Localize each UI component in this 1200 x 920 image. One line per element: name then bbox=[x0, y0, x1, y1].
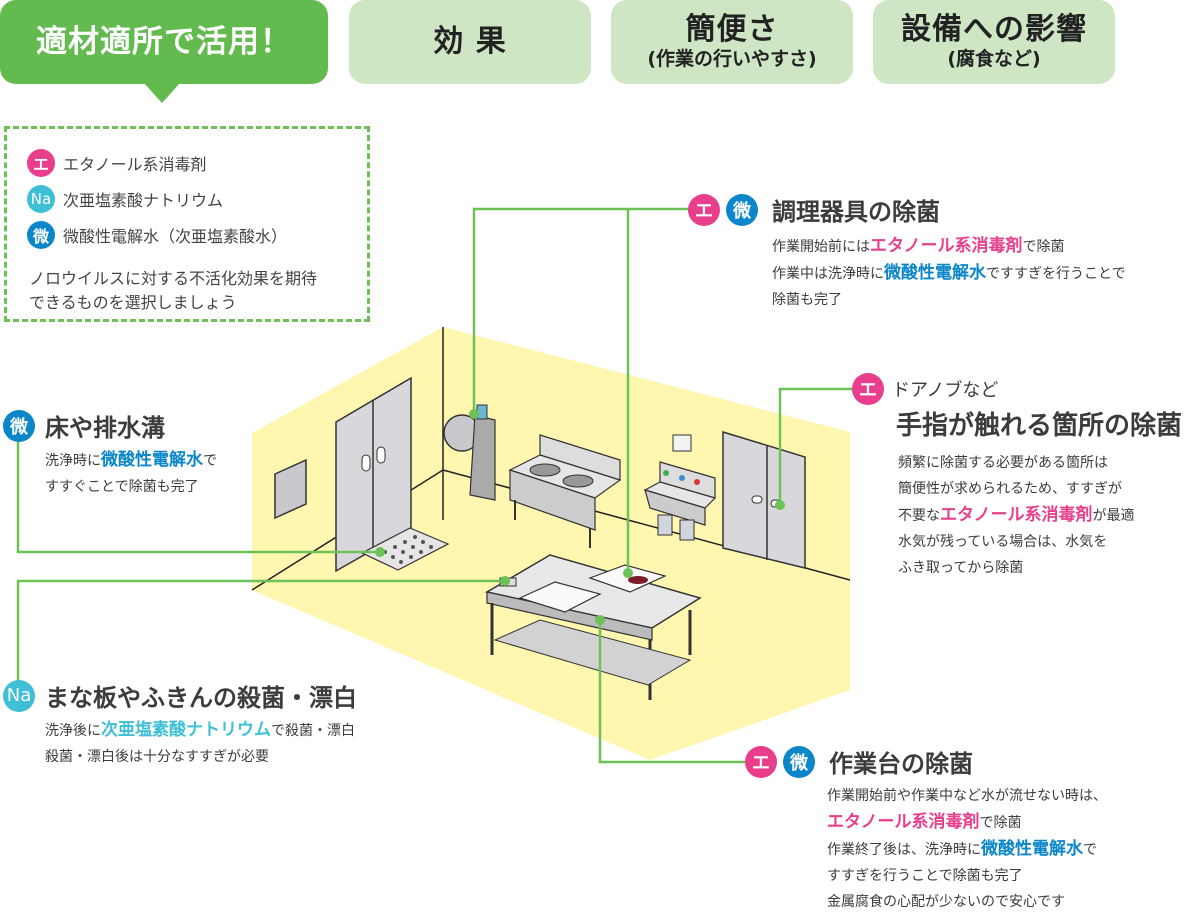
tab-label: 簡便さ bbox=[685, 12, 779, 47]
connector-floor bbox=[16, 432, 380, 554]
callout-title: 調理器具の除菌 bbox=[772, 198, 940, 226]
callout-title: まな板やふきんの殺菌・漂白 bbox=[45, 684, 357, 712]
callout-line: 作業終了後は、洗浄時に微酸性電解水で bbox=[827, 839, 1097, 859]
sodium-badge-icon: Na bbox=[27, 185, 55, 213]
callout-line: すすぎを行うことで除菌も完了 bbox=[827, 868, 1023, 884]
callout-title: 床や排水溝 bbox=[45, 414, 165, 442]
legend-note-line: できるものを選択しましょう bbox=[29, 293, 237, 312]
callout-line: ふき取ってから除菌 bbox=[898, 560, 1024, 576]
legend-label: エタノール系消毒剤 bbox=[63, 155, 207, 174]
callout-floor: 微 床や排水溝 洗浄時に微酸性電解水で すすぐことで除菌も完了 bbox=[3, 408, 217, 500]
tab-sublabel: (腐食など) bbox=[947, 48, 1041, 70]
connector-doorknob bbox=[778, 387, 855, 505]
callout-cutting-board: Na まな板やふきんの殺菌・漂白 洗浄後に次亜塩素酸ナトリウムで殺菌・漂白 殺菌… bbox=[3, 678, 357, 770]
electrolyzed-badge-icon: 微 bbox=[783, 745, 815, 778]
legend-label: 次亜塩素酸ナトリウム bbox=[63, 191, 224, 210]
ethanol-badge-icon: エ bbox=[745, 745, 777, 778]
electrolyzed-badge-icon: 微 bbox=[726, 193, 758, 226]
callout-line: 金属腐食の心配が少ないので安心です bbox=[827, 894, 1065, 910]
connector-cuttingboard bbox=[16, 579, 505, 690]
callout-line: 簡便性が求められるため、すすぎが bbox=[898, 481, 1122, 497]
callout-title: 作業台の除菌 bbox=[829, 750, 973, 778]
tab-label: 適材適所で活用！ bbox=[36, 24, 292, 60]
callout-line: 頻繁に除菌する必要がある箇所は bbox=[898, 455, 1108, 471]
tab-label: 効 果 bbox=[433, 24, 507, 59]
ethanol-badge-icon: エ bbox=[688, 193, 720, 226]
connector-dots bbox=[375, 409, 785, 625]
callout-line: 洗浄後に次亜塩素酸ナトリウムで殺菌・漂白 bbox=[45, 720, 355, 740]
callout-utensils: エ 微 調理器具の除菌 作業開始前にはエタノール系消毒剤で除菌 作業中は洗浄時に… bbox=[688, 192, 1126, 313]
tab-convenience[interactable]: 簡便さ (作業の行いやすさ) bbox=[611, 0, 853, 84]
callout-work-table: エ 微 作業台の除菌 作業開始前や作業中など水が流せない時は、 エタノール系消毒… bbox=[745, 744, 1107, 915]
sodium-badge-icon: Na bbox=[3, 679, 35, 712]
connector-utensils bbox=[472, 207, 698, 414]
callout-line: 不要なエタノール系消毒剤が最適 bbox=[898, 505, 1135, 525]
legend-item-electrolyzed-water: 微 微酸性電解水（次亜塩素酸水） bbox=[27, 221, 287, 249]
callout-line: 洗浄時に微酸性電解水で bbox=[45, 450, 217, 470]
tab-effect[interactable]: 効 果 bbox=[349, 0, 591, 84]
legend-note: ノロウイルスに対する不活化効果を期待 できるものを選択しましょう bbox=[29, 267, 317, 315]
legend-box: エ エタノール系消毒剤 Na 次亜塩素酸ナトリウム 微 微酸性電解水（次亜塩素酸… bbox=[4, 126, 370, 322]
ethanol-badge-icon: エ bbox=[27, 149, 55, 177]
electrolyzed-badge-icon: 微 bbox=[27, 221, 55, 249]
callout-subtitle: ドアノブなど bbox=[892, 380, 999, 401]
hand-wash-sink bbox=[643, 434, 717, 541]
callout-line: 除菌も完了 bbox=[772, 292, 842, 308]
legend-item-ethanol: エ エタノール系消毒剤 bbox=[27, 149, 207, 177]
tab-label: 設備への影響 bbox=[901, 12, 1087, 47]
legend-label: 微酸性電解水（次亜塩素酸水） bbox=[63, 227, 288, 246]
callout-doorknob: エ ドアノブなど 手指が触れる箇所の除菌 頻繁に除菌する必要がある箇所は 簡便性… bbox=[852, 373, 1182, 581]
connector-lines bbox=[16, 207, 855, 764]
connector-worktable bbox=[598, 620, 752, 764]
callout-line: 作業中は洗浄時に微酸性電解水ですすぎを行うことで bbox=[772, 263, 1126, 283]
callout-line: 作業開始前や作業中など水が流せない時は、 bbox=[827, 788, 1107, 804]
electrolyzed-badge-icon: 微 bbox=[3, 409, 35, 442]
callout-line: すすぐことで除菌も完了 bbox=[45, 479, 199, 495]
callout-line: 作業開始前にはエタノール系消毒剤で除菌 bbox=[772, 236, 1065, 256]
food-slicer-machine bbox=[443, 404, 496, 501]
callout-line: エタノール系消毒剤で除菌 bbox=[827, 812, 1022, 832]
legend-item-sodium-hypochlorite: Na 次亜塩素酸ナトリウム bbox=[27, 185, 223, 213]
legend-note-line: ノロウイルスに対する不活化効果を期待 bbox=[29, 269, 318, 288]
tab-sublabel: (作業の行いやすさ) bbox=[647, 48, 817, 70]
ethanol-badge-icon: エ bbox=[852, 373, 884, 405]
callout-line: 殺菌・漂白後は十分なすすぎが必要 bbox=[45, 749, 269, 765]
active-tab-pointer bbox=[144, 83, 180, 103]
callout-line: 水気が残っている場合は、水気を bbox=[898, 534, 1108, 550]
tab-equipment-impact[interactable]: 設備への影響 (腐食など) bbox=[873, 0, 1115, 84]
callout-title: 手指が触れる箇所の除菌 bbox=[896, 411, 1183, 441]
wall-cabinet bbox=[274, 458, 307, 520]
left-double-door bbox=[335, 376, 412, 573]
tab-appropriate-use[interactable]: 適材適所で活用！ bbox=[0, 0, 328, 84]
double-sink bbox=[508, 434, 622, 548]
